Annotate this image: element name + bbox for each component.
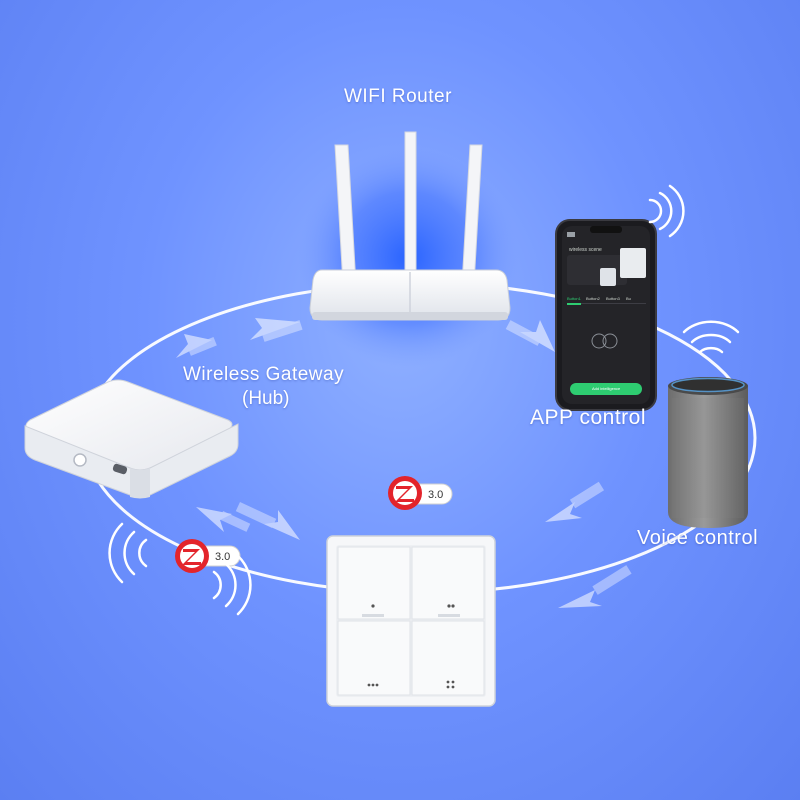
phone-scene-title: wireless scene <box>569 247 602 253</box>
zigbee-version-left: 3.0 <box>215 551 230 563</box>
phone-action-button[interactable]: Add intelligence <box>592 386 621 391</box>
wifi-signal-icon <box>108 522 148 584</box>
hub-label: (Hub) <box>242 388 290 409</box>
app-control-label: APP control <box>530 406 647 429</box>
arrow-hub-left <box>176 334 212 358</box>
zigbee-badge-icon <box>175 539 241 573</box>
arrow-hub-to-switch <box>264 510 300 540</box>
wifi-signal-icon <box>682 320 740 354</box>
phone-tab-1[interactable]: Button1 <box>567 296 581 301</box>
phone-tab-4[interactable]: Bu <box>626 296 631 301</box>
arrow-router-to-hub <box>250 318 300 340</box>
voice-control-label: Voice control <box>637 527 759 549</box>
phone-tab-2[interactable]: Button2 <box>586 296 600 301</box>
wifi-signal-icon <box>212 554 252 616</box>
smart-speaker-icon <box>668 377 748 528</box>
arrow-switch-to-hub <box>196 507 232 532</box>
gateway-hub-icon <box>24 379 239 499</box>
router-label: WIFI Router <box>344 86 452 107</box>
arrow-speaker-to-switch <box>558 590 602 608</box>
scene-switch-icon <box>326 535 496 707</box>
arrow-phone-to-switch <box>545 502 582 522</box>
flow-arrows <box>176 318 632 608</box>
smartphone-icon <box>555 219 657 411</box>
zigbee-badge-icon <box>388 476 453 510</box>
zigbee-version-top: 3.0 <box>428 489 443 501</box>
gateway-label: Wireless Gateway <box>183 364 345 385</box>
phone-tab-3[interactable]: Button3 <box>606 296 620 301</box>
arrow-router-to-phone <box>520 320 555 352</box>
wifi-signal-icon <box>648 184 685 238</box>
router-icon <box>309 131 511 321</box>
